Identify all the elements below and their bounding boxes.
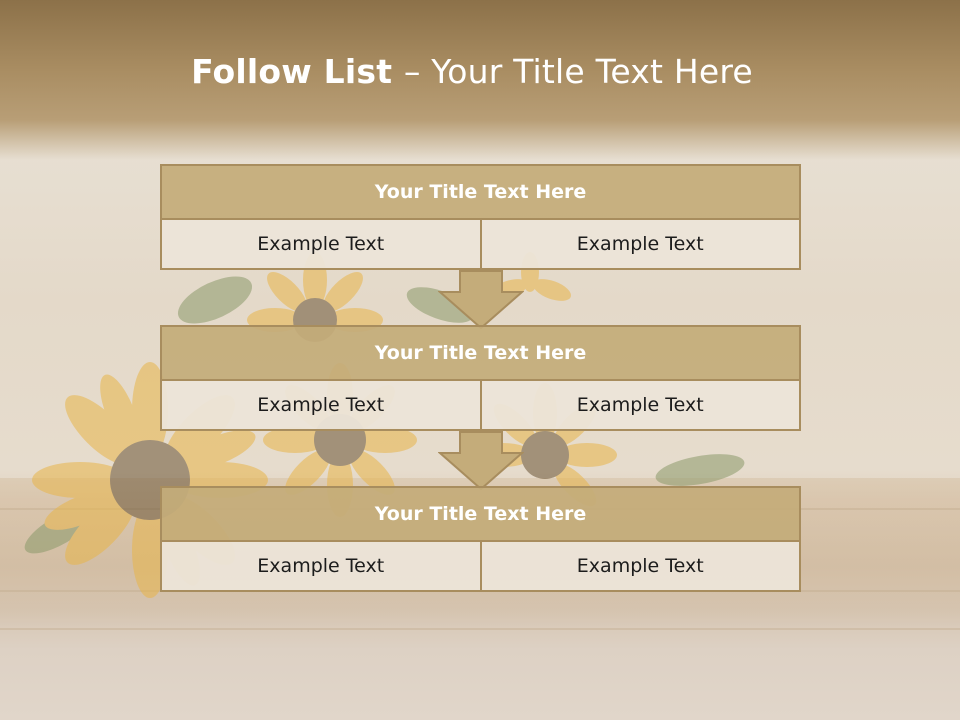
slide-title: Follow List – Your Title Text Here xyxy=(0,52,944,91)
block-cell-right: Example Text xyxy=(481,542,801,592)
title-regular-part: – Your Title Text Here xyxy=(403,52,753,91)
block-row: Example Text Example Text xyxy=(160,220,801,270)
list-block: Your Title Text Here Example Text Exampl… xyxy=(160,325,801,431)
block-cell-right: Example Text xyxy=(481,220,801,270)
block-heading: Your Title Text Here xyxy=(160,325,801,381)
down-arrow-icon xyxy=(438,270,524,330)
down-arrow-icon xyxy=(438,431,524,491)
table-board-line xyxy=(0,628,960,630)
block-cell-left: Example Text xyxy=(160,542,482,592)
block-heading: Your Title Text Here xyxy=(160,486,801,542)
block-heading: Your Title Text Here xyxy=(160,164,801,220)
block-row: Example Text Example Text xyxy=(160,542,801,592)
list-block: Your Title Text Here Example Text Exampl… xyxy=(160,486,801,592)
block-cell-right: Example Text xyxy=(481,381,801,431)
block-cell-left: Example Text xyxy=(160,381,482,431)
title-band xyxy=(0,0,960,160)
block-row: Example Text Example Text xyxy=(160,381,801,431)
block-cell-left: Example Text xyxy=(160,220,482,270)
title-bold-part: Follow List xyxy=(191,52,404,91)
list-block: Your Title Text Here Example Text Exampl… xyxy=(160,164,801,270)
